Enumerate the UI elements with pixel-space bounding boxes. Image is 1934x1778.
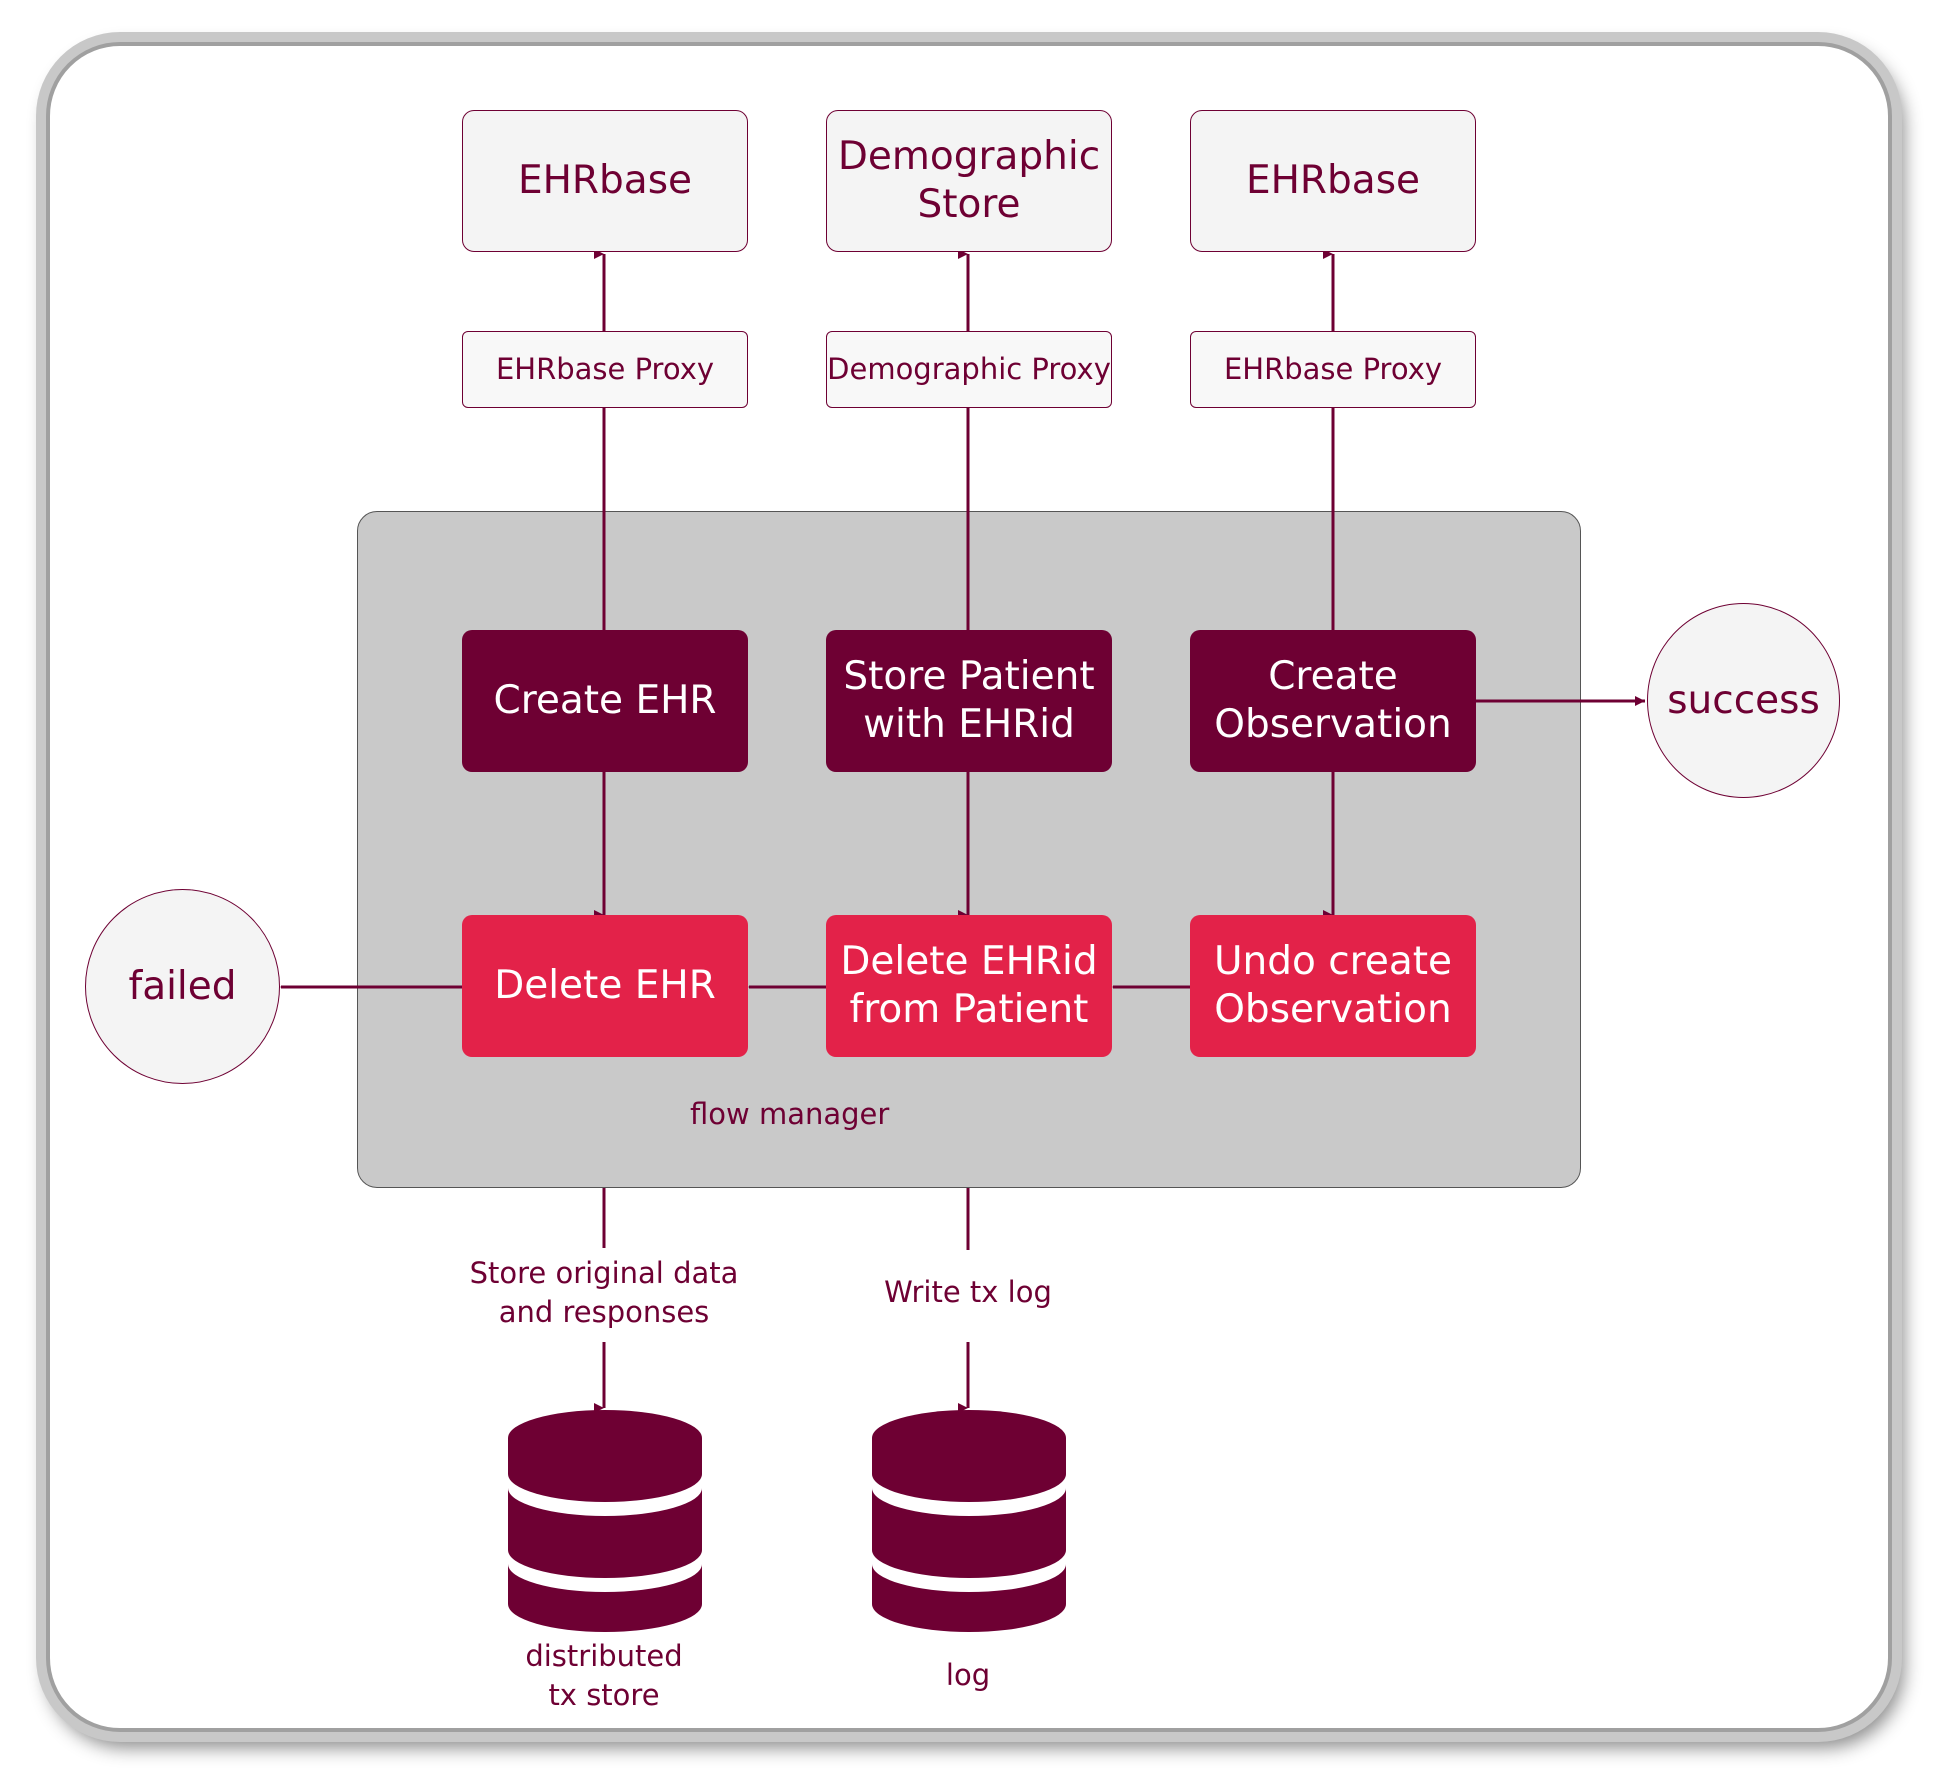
failed-terminal: failed <box>85 889 280 1084</box>
delete-ehrid-step: Delete EHRid from Patient <box>826 915 1112 1057</box>
create-ehr-step: Create EHR <box>462 630 748 772</box>
demographic-store: Demographic Store <box>826 110 1112 252</box>
delete-ehr-step: Delete EHR <box>462 915 748 1057</box>
ehrbase-proxy-2: EHRbase Proxy <box>1190 331 1476 408</box>
ehrbase-store-2: EHRbase <box>1190 110 1476 252</box>
tx-store-label: distributed tx store <box>525 1639 683 1713</box>
flow-manager-label: flow manager <box>690 1097 890 1131</box>
store-original-label: Store original data and responses <box>464 1254 744 1333</box>
success-terminal: success <box>1647 603 1840 798</box>
log-label: log <box>945 1658 991 1692</box>
create-observation-step: Create Observation <box>1190 630 1476 772</box>
store-patient-step: Store Patient with EHRid <box>826 630 1112 772</box>
write-log-label: Write tx log <box>868 1273 1068 1313</box>
demographic-proxy: Demographic Proxy <box>826 331 1112 408</box>
ehrbase-proxy-1: EHRbase Proxy <box>462 331 748 408</box>
database-icon <box>508 1410 702 1632</box>
undo-create-observation-step: Undo create Observation <box>1190 915 1476 1057</box>
database-icon <box>872 1410 1066 1632</box>
ehrbase-store-1: EHRbase <box>462 110 748 252</box>
